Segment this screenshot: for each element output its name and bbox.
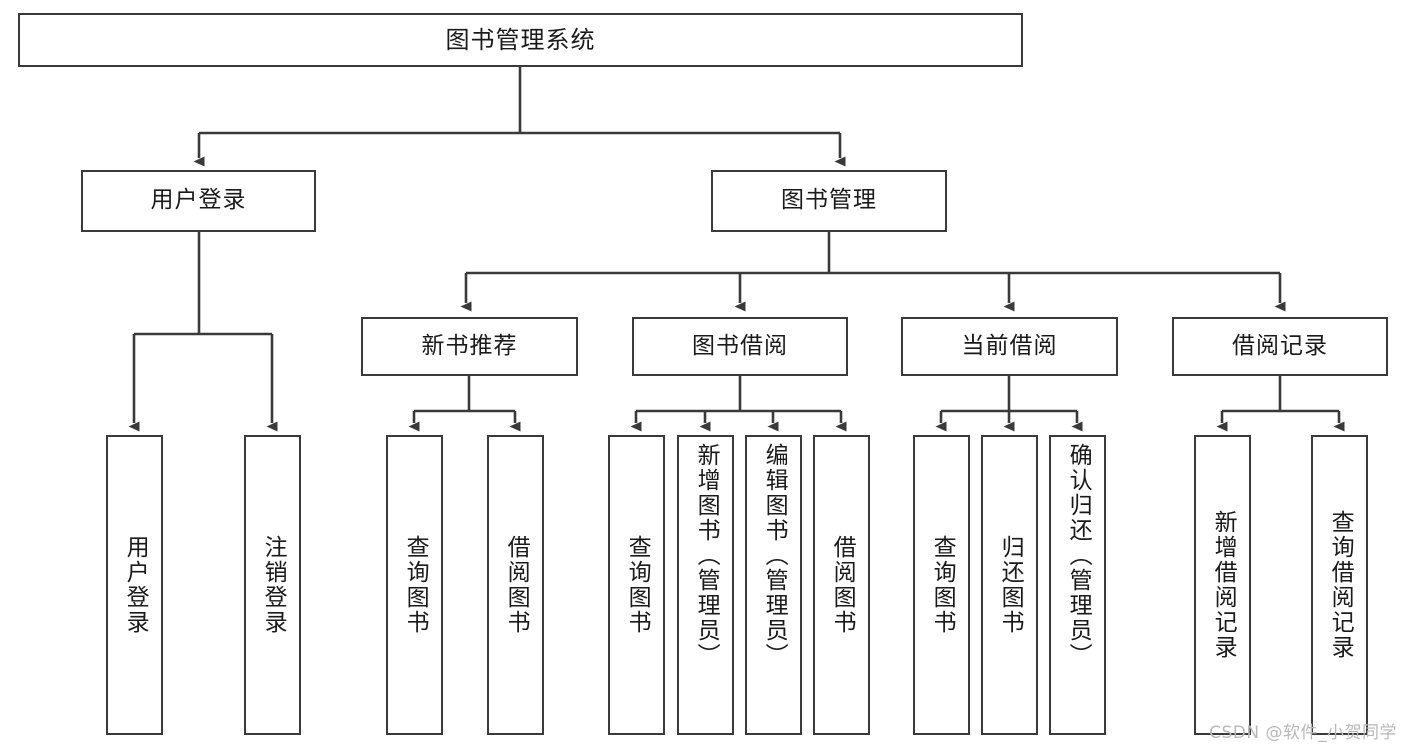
leaf-borrow-edit-book-admin[interactable]: 编辑图书（管理员） <box>745 435 802 735</box>
node-label: 图书管理系统 <box>445 25 596 54</box>
leaf-record-query-borrow-record[interactable]: 查询借阅记录 <box>1311 435 1368 735</box>
node-label: 查询图书 <box>402 535 429 635</box>
node-root-book-management-system[interactable]: 图书管理系统 <box>18 13 1023 67</box>
node-label: 新书推荐 <box>421 332 518 359</box>
leaf-record-add-borrow-record[interactable]: 新增借阅记录 <box>1194 435 1251 735</box>
node-label: 确认归还（管理员） <box>1065 443 1092 668</box>
node-label: 当前借阅 <box>961 332 1058 359</box>
node-label: 图书管理 <box>781 187 877 214</box>
node-label: 图书借阅 <box>692 332 788 359</box>
node-label: 查询图书 <box>929 535 956 635</box>
node-borrow-record[interactable]: 借阅记录 <box>1172 317 1388 376</box>
node-user-login[interactable]: 用户登录 <box>81 170 316 232</box>
leaf-user-login-logout[interactable]: 注销登录 <box>244 435 301 735</box>
leaf-current-return-book[interactable]: 归还图书 <box>981 435 1038 735</box>
csdn-watermark: CSDN @软件_小贺同学 <box>1209 723 1397 743</box>
node-new-book-recommendation[interactable]: 新书推荐 <box>361 317 578 376</box>
leaf-borrow-add-book-admin[interactable]: 新增图书（管理员） <box>677 435 734 735</box>
node-label: 编辑图书（管理员） <box>761 443 788 668</box>
node-book-management[interactable]: 图书管理 <box>711 170 947 232</box>
leaf-new-book-query-book[interactable]: 查询图书 <box>386 435 443 735</box>
leaf-current-confirm-return-admin[interactable]: 确认归还（管理员） <box>1049 435 1106 735</box>
node-book-borrow[interactable]: 图书借阅 <box>632 317 848 376</box>
node-label: 查询借阅记录 <box>1327 510 1354 660</box>
node-label: 借阅记录 <box>1232 332 1328 359</box>
node-label: 查询图书 <box>624 535 651 635</box>
leaf-user-login-login[interactable]: 用户登录 <box>106 435 163 735</box>
node-label: 新增借阅记录 <box>1210 510 1237 660</box>
leaf-borrow-query-book[interactable]: 查询图书 <box>608 435 665 735</box>
leaf-borrow-borrow-book[interactable]: 借阅图书 <box>813 435 870 735</box>
node-current-borrow[interactable]: 当前借阅 <box>901 317 1118 376</box>
node-label: 新增图书（管理员） <box>693 443 720 668</box>
node-label: 借阅图书 <box>829 535 856 635</box>
leaf-new-book-borrow-book[interactable]: 借阅图书 <box>487 435 544 735</box>
node-label: 用户登录 <box>122 535 149 635</box>
node-label: 归还图书 <box>997 535 1024 635</box>
leaf-current-query-book[interactable]: 查询图书 <box>913 435 970 735</box>
node-label: 注销登录 <box>260 535 287 635</box>
node-label: 用户登录 <box>150 187 247 214</box>
node-label: 借阅图书 <box>503 535 530 635</box>
